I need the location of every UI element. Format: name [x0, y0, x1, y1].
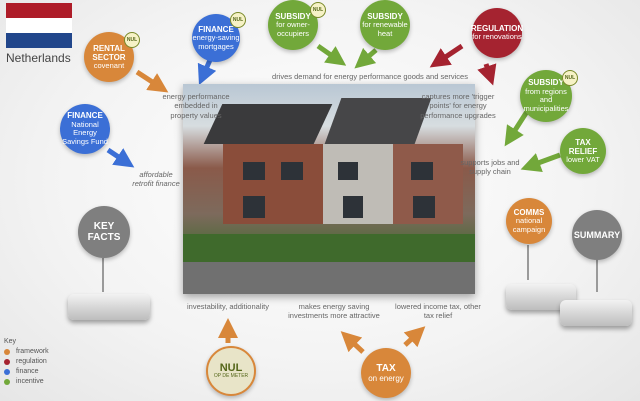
- nul-badge: NUL: [310, 2, 326, 18]
- subsidy-owner-node[interactable]: SUBSIDY for owner-occupiers: [268, 0, 318, 50]
- photo-window: [411, 162, 433, 180]
- subsidy-regions-sub: from regions and municipalities: [523, 86, 569, 113]
- subsidy-owner-title: SUBSIDY: [275, 11, 311, 21]
- rental-sector-sub: covenant: [93, 60, 125, 70]
- country-label: Netherlands: [6, 51, 71, 65]
- note-embedded: energy performance embedded in property …: [162, 92, 230, 120]
- note-investability: investability, additionality: [187, 302, 269, 311]
- note-supports-jobs: supports jobs and supply chain: [460, 158, 520, 177]
- puzzle-piece-left: [68, 294, 150, 320]
- summary-node[interactable]: SUMMARY: [572, 210, 622, 260]
- comms-title: COMMS: [513, 207, 545, 217]
- subsidy-owner-sub: for owner-occupiers: [276, 19, 310, 38]
- note-affordable: affordable retrofit finance: [132, 170, 180, 189]
- note-lowered-tax: lowered income tax, other tax relief: [395, 302, 481, 321]
- legend-item: framework: [4, 348, 49, 355]
- note-drives-demand: drives demand for energy performance goo…: [272, 72, 468, 81]
- comms-sub: national campaign: [512, 215, 546, 234]
- rental-sector-title: RENTAL SECTOR: [92, 43, 126, 62]
- nul-logo-sub: OP DE METER: [213, 373, 249, 380]
- arrow-subsidy-regions: [504, 108, 531, 147]
- finance-mortgage-title: FINANCE: [198, 24, 234, 34]
- legend-item: incentive: [4, 378, 49, 385]
- tax-relief-title: TAX RELIEF: [568, 137, 598, 156]
- legend-item: finance: [4, 368, 49, 375]
- photo-window: [243, 162, 265, 180]
- legend-title: Key: [4, 338, 17, 345]
- nul-badge: NUL: [562, 70, 578, 86]
- nul-badge: NUL: [124, 32, 140, 48]
- regulation-title: REGULATION: [470, 24, 524, 34]
- flag-stripe-white: [6, 18, 72, 33]
- subsidy-heat-sub: for renewable heat: [362, 19, 408, 38]
- housing-photo: [183, 84, 475, 294]
- legend-label: finance: [16, 368, 39, 375]
- legend-item: regulation: [4, 358, 49, 365]
- arrow-subsidy-heat: [354, 47, 378, 69]
- photo-roof-right: [324, 98, 432, 144]
- legend-dot: [4, 378, 10, 385]
- arrow-finance-mortgage: [197, 58, 217, 86]
- legend-dot: [4, 348, 10, 355]
- subsidy-regions-title: SUBSIDY: [528, 78, 564, 88]
- tax-title: TAX: [376, 362, 396, 374]
- finance-fund-title: FINANCE: [67, 111, 103, 121]
- finance-fund-sub: National Energy Savings Fund: [62, 119, 108, 146]
- arrow-tax-right: [403, 326, 426, 348]
- summary-title: SUMMARY: [573, 229, 621, 240]
- regulation-sub: for renovations: [472, 32, 522, 42]
- key-facts-node[interactable]: KEY FACTS: [78, 206, 130, 258]
- arrow-regulation-down: [477, 63, 497, 86]
- subsidy-heat-node[interactable]: SUBSIDY for renewable heat: [360, 0, 410, 50]
- photo-hedge: [183, 234, 475, 262]
- note-makes-saving: makes energy saving investments more att…: [288, 302, 380, 321]
- legend-dot: [4, 368, 10, 375]
- tax-relief-node[interactable]: TAX RELIEF lower VAT: [560, 128, 606, 174]
- arrow-tax-left: [340, 331, 365, 354]
- subsidy-heat-title: SUBSIDY: [367, 11, 403, 21]
- legend-label: framework: [16, 348, 49, 355]
- nul-logo: NUL OP DE METER: [206, 346, 256, 396]
- tax-relief-sub: lower VAT: [566, 154, 600, 164]
- finance-mortgage-sub: energy-saving mortgages: [192, 32, 240, 51]
- regulation-node[interactable]: REGULATION for renovations: [470, 8, 524, 58]
- photo-window: [243, 196, 265, 218]
- tax-node[interactable]: TAX on energy: [361, 348, 411, 398]
- arrow-finance-fund: [106, 147, 135, 168]
- legend-dot: [4, 358, 10, 365]
- puzzle-piece-right-2: [560, 300, 632, 326]
- arrow-regulation-left: [429, 43, 464, 68]
- finance-fund-node[interactable]: FINANCE National Energy Savings Fund: [60, 104, 110, 154]
- netherlands-flag: [6, 3, 72, 48]
- arrow-tax-relief: [520, 152, 561, 172]
- tax-sub: on energy: [368, 374, 404, 384]
- photo-window: [413, 196, 435, 218]
- key-facts-title: KEY FACTS: [87, 220, 121, 244]
- flag-stripe-blue: [6, 33, 72, 48]
- photo-wall-brick: [223, 144, 323, 224]
- arrow-rental: [135, 69, 169, 93]
- comms-node[interactable]: COMMS national campaign: [506, 198, 552, 244]
- nul-logo-title: NUL: [219, 361, 243, 374]
- legend-label: incentive: [16, 378, 44, 385]
- legend-label: regulation: [16, 358, 47, 365]
- photo-road: [183, 262, 475, 294]
- arrow-subsidy-owner: [316, 43, 347, 66]
- photo-window: [343, 196, 363, 218]
- photo-window: [281, 162, 303, 180]
- note-captures: captures more 'trigger points' for energ…: [420, 92, 496, 120]
- flag-stripe-red: [6, 3, 72, 18]
- nul-badge: NUL: [230, 12, 246, 28]
- legend: Key framework regulation finance incenti…: [4, 338, 49, 385]
- photo-window: [338, 162, 358, 180]
